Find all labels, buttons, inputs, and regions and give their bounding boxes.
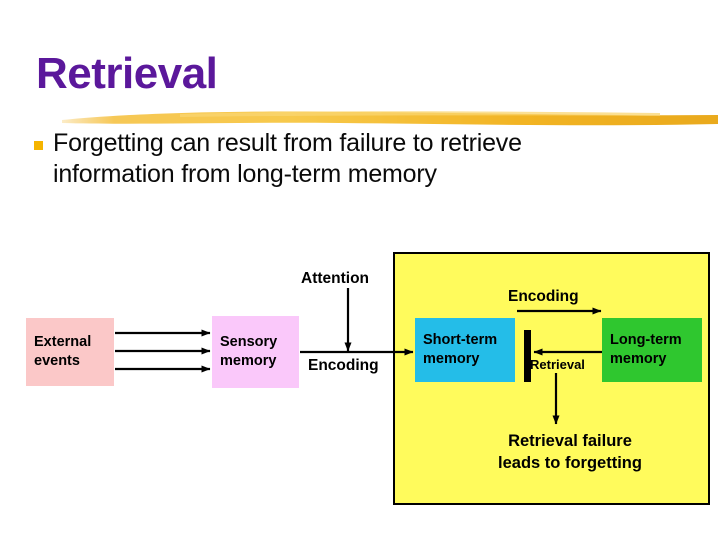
diagram-label-encoding-sensory: Encoding	[308, 357, 379, 374]
note-line2: leads to forgetting	[498, 454, 642, 473]
box-label-line1: External	[34, 333, 92, 350]
box-label-line1: Long-term	[610, 331, 682, 348]
box-label-line1: Short-term	[423, 331, 498, 348]
square-bullet-icon	[34, 141, 43, 150]
page-title: Retrieval	[36, 49, 218, 98]
diagram-box-long-term-memory: Long-term memory	[602, 318, 702, 382]
bullet-text: Forgetting can result from failure to re…	[53, 129, 522, 188]
box-label-line2: memory	[220, 353, 277, 369]
diagram-box-short-term-memory: Short-term memory	[415, 318, 515, 382]
diagram-label-retrieval: Retrieval	[530, 357, 585, 372]
diagram-box-external-events: External events	[26, 318, 114, 386]
diagram-label-encoding-stm-ltm: Encoding	[508, 288, 579, 305]
box-label-line2: memory	[610, 351, 667, 367]
note-line1: Retrieval failure	[508, 432, 632, 450]
diagram-label-attention: Attention	[301, 270, 370, 287]
diagram-note-retrieval-failure: Retrieval failure leads to forgetting	[455, 430, 685, 475]
box-label-line2: events	[34, 353, 80, 369]
diagram-box-sensory-memory: Sensory memory	[212, 316, 299, 388]
list-item: Forgetting can result from failure to re…	[34, 128, 614, 190]
box-label-line2: memory	[423, 351, 480, 367]
bullet-list: Forgetting can result from failure to re…	[34, 128, 614, 190]
box-label-line1: Sensory	[220, 333, 278, 350]
